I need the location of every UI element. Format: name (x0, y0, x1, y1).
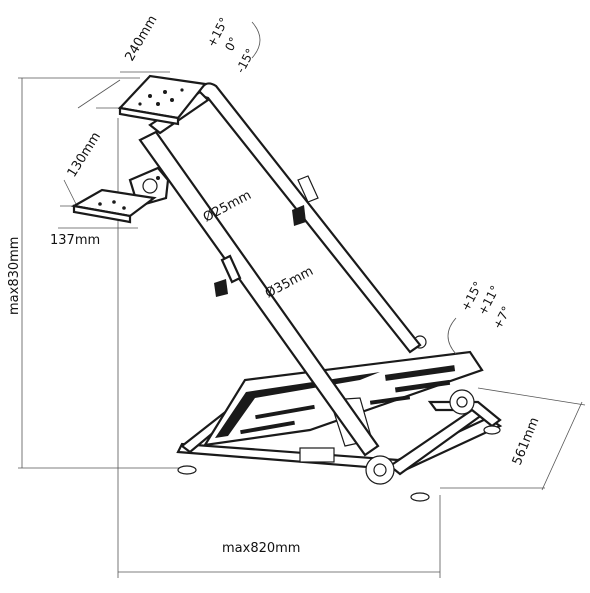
length-dimension (117, 495, 441, 578)
wheel-tilt-minus: -15° (233, 46, 257, 75)
height-dimension (18, 77, 185, 540)
max-height-label: max830mm (7, 237, 22, 315)
rear-roller-hub (456, 396, 468, 408)
wheel-tilt-arrow (251, 21, 261, 59)
wheel-plate-label: 240mm (122, 13, 160, 64)
pedal-tilt-arrow (447, 317, 457, 355)
upright-clamp-lower (220, 254, 242, 284)
mast-clamp-knob (292, 205, 306, 226)
shifter-width-label: 137mm (50, 233, 100, 248)
max-length-label: max820mm (222, 541, 300, 556)
shifter-depth-label: 130mm (65, 130, 104, 180)
pedal-plate (202, 335, 484, 447)
depth-dimension (440, 387, 586, 491)
wheel-plate (117, 74, 208, 126)
main-upright (138, 130, 380, 457)
shifter-mount (70, 166, 170, 224)
front-roller-hub (373, 463, 387, 477)
wheel-mast (148, 82, 422, 354)
base-depth-label: 561mm (510, 415, 543, 467)
frame-bracket (299, 447, 335, 463)
foot-front (410, 492, 430, 502)
wheel-tilt-zero: 0° (222, 35, 241, 54)
pedal-tilt-7: +7° (490, 304, 513, 332)
foot-left (177, 465, 197, 475)
foot-right (483, 425, 501, 435)
mast-clamp (297, 175, 319, 203)
tube-large-label: Ø35mm (263, 264, 316, 302)
